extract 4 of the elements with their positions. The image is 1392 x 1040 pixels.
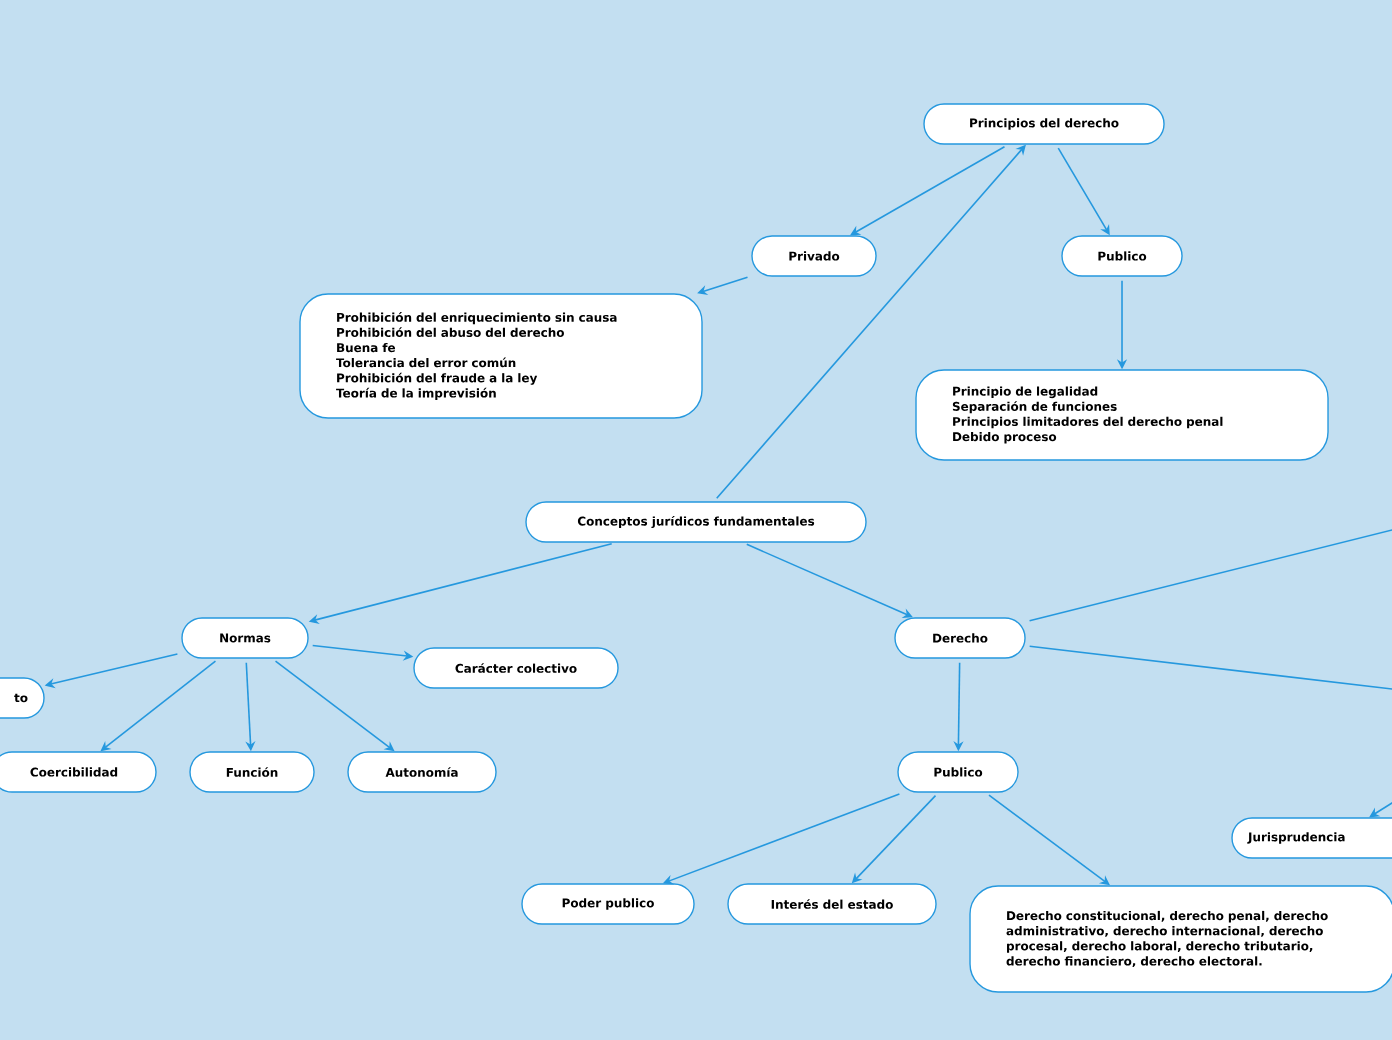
arrow — [274, 660, 395, 752]
arrow — [850, 145, 1006, 236]
arrow — [1369, 799, 1392, 818]
arrow — [745, 543, 913, 618]
